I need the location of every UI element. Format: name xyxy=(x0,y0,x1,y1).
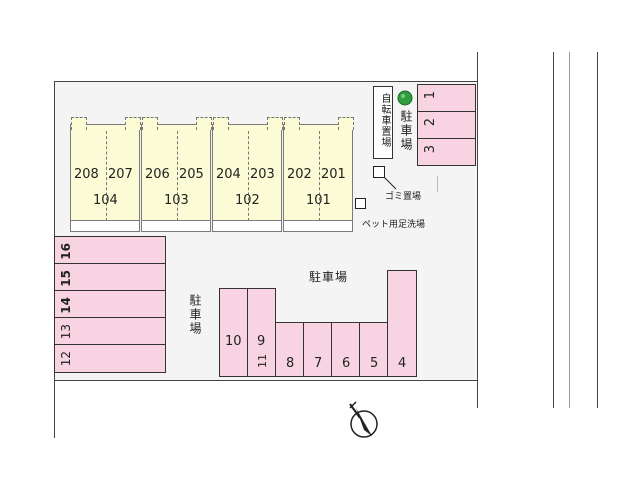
room-number: 103 xyxy=(164,193,189,208)
parking-space: 7 xyxy=(303,322,332,377)
room-number: 101 xyxy=(306,193,331,208)
parking-space: 15 xyxy=(54,263,166,291)
parking-label-top: 駐車場 xyxy=(399,110,413,152)
tree-icon xyxy=(397,90,413,106)
parking-space: 9 11 xyxy=(247,288,276,377)
bicycle-parking: 自転車置場 xyxy=(373,86,393,159)
parking-space: 12 xyxy=(54,344,166,373)
bicycle-parking-label: 自転車置場 xyxy=(379,93,390,148)
parking-space: 2 xyxy=(417,111,476,139)
parking-space: 13 xyxy=(54,317,166,345)
room-number: 104 xyxy=(93,193,118,208)
north-arrow-icon xyxy=(349,401,378,438)
pet-wash-label: ペット用足洗場 xyxy=(362,220,426,230)
lot-boundary-bottom xyxy=(54,380,478,381)
parking-space: 4 xyxy=(387,270,417,377)
garbage-box xyxy=(373,166,385,178)
parking-space: 14 xyxy=(54,290,166,318)
parking-space: 8 xyxy=(275,322,304,377)
lot-boundary-right xyxy=(477,52,478,408)
room-number: 202 xyxy=(287,167,312,182)
parking-space: 10 xyxy=(219,288,248,377)
parking-space: 5 xyxy=(359,322,388,377)
room-number: 201 xyxy=(321,167,346,182)
room-number: 208 xyxy=(74,167,99,182)
room-number: 206 xyxy=(145,167,170,182)
building-unit: 204 203 102 xyxy=(212,117,283,232)
parking-space: 1 xyxy=(417,84,476,112)
pet-wash-box xyxy=(355,198,366,209)
room-number: 203 xyxy=(250,167,275,182)
leader-line xyxy=(384,177,397,190)
parking-space: 3 xyxy=(417,138,476,166)
room-number: 204 xyxy=(216,167,241,182)
building-unit: 206 205 103 xyxy=(141,117,212,232)
lot-boundary-top xyxy=(54,81,478,82)
parking-space: 16 xyxy=(54,236,166,264)
road-line xyxy=(569,52,570,408)
parking-label-center: 駐車場 xyxy=(309,270,349,284)
parking-space: 6 xyxy=(331,322,360,377)
building-unit: 202 201 101 xyxy=(283,117,354,232)
garbage-label: ゴミ置場 xyxy=(385,192,422,202)
room-number: 207 xyxy=(108,167,133,182)
divider xyxy=(437,176,438,192)
road-line xyxy=(597,52,598,408)
room-number: 102 xyxy=(235,193,260,208)
parking-label-left: 駐車場 xyxy=(188,294,202,336)
building-unit: 208 207 104 xyxy=(70,117,141,232)
road-line xyxy=(553,52,554,408)
room-number: 205 xyxy=(179,167,204,182)
